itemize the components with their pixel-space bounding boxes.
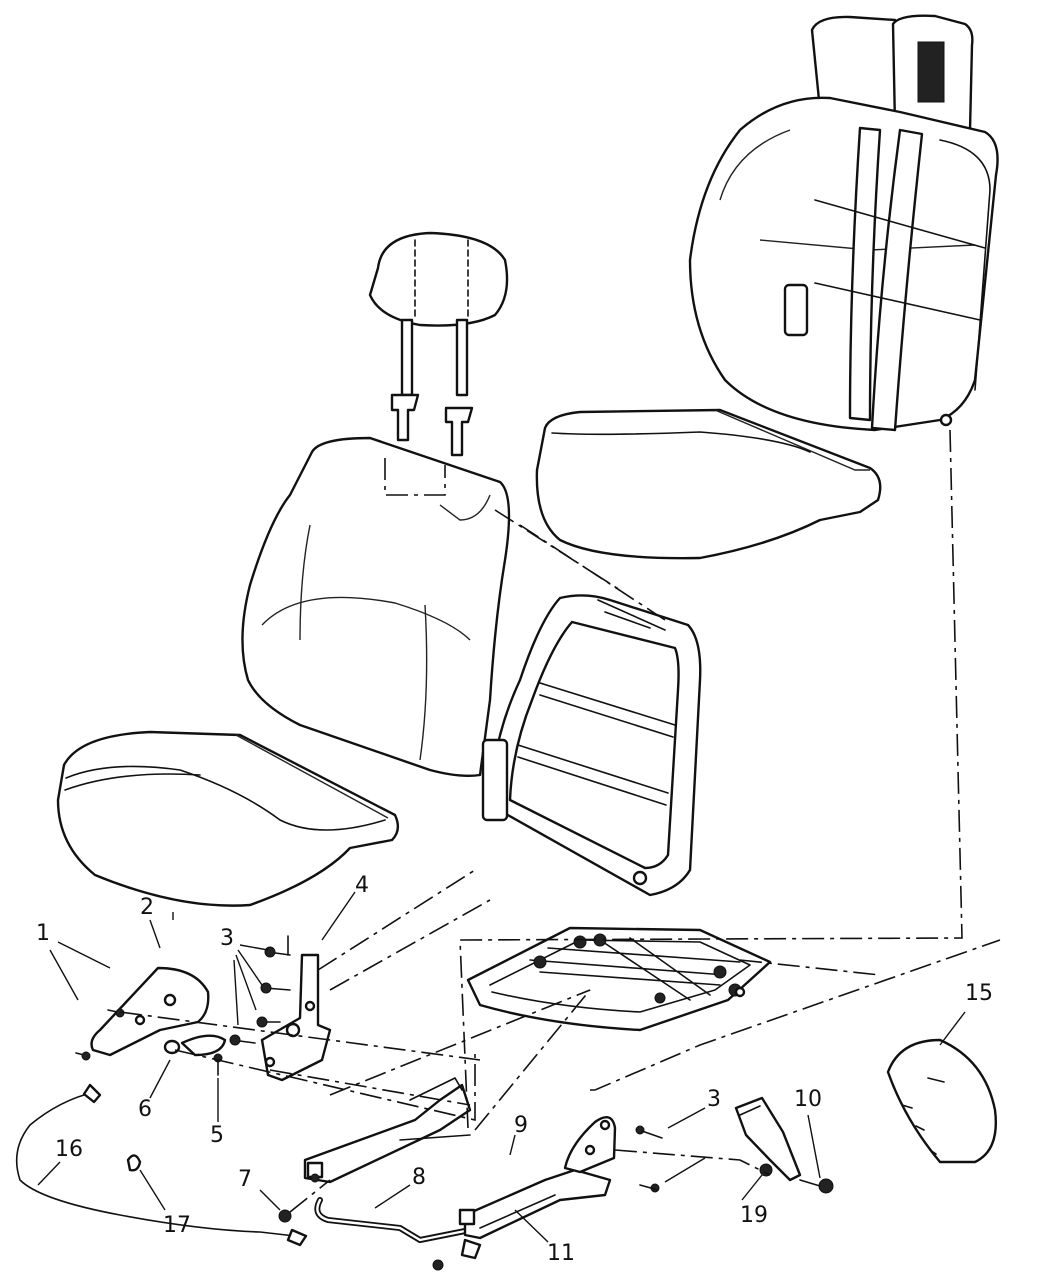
recliner-mechanism-4 — [260, 953, 332, 1082]
rear-seat-back — [688, 14, 999, 432]
callout-3-left: 3 — [220, 926, 234, 951]
seat-track-right-11 — [458, 1168, 612, 1260]
construction-lines — [119, 429, 1001, 1213]
seat-pan-frame — [466, 926, 772, 1032]
callout-16: 16 — [55, 1137, 83, 1162]
recliner-cover-2 — [90, 966, 210, 1057]
callout-3-right: 3 — [707, 1087, 721, 1112]
front-headrest — [368, 231, 509, 457]
nuts-7 — [278, 1173, 444, 1271]
callout-19: 19 — [740, 1203, 768, 1228]
clip-17 — [126, 1154, 142, 1172]
airbag-module — [886, 1038, 997, 1164]
callout-15: 15 — [965, 981, 993, 1006]
callout-5: 5 — [210, 1123, 224, 1148]
front-seat-cushion — [56, 730, 400, 907]
seat-back-frame — [481, 594, 702, 897]
towel-bar-8 — [314, 1197, 473, 1243]
callout-10: 10 — [794, 1087, 822, 1112]
callout-2: 2 — [140, 895, 154, 920]
callout-labels: 1 2 3 4 6 5 7 8 9 3 10 11 15 16 17 19 — [36, 873, 993, 1266]
leader-lines — [37, 891, 966, 1243]
bolts-1 — [75, 1008, 125, 1061]
bracket-right — [563, 1116, 617, 1174]
front-seat-back — [241, 436, 511, 778]
wire-harness — [15, 1083, 308, 1247]
rear-seat-cushion — [535, 408, 882, 560]
callout-11: 11 — [547, 1241, 575, 1266]
seat-track-left — [303, 1077, 472, 1184]
bolts-3-right — [635, 1125, 663, 1193]
callout-6: 6 — [138, 1097, 152, 1122]
bolts-3-left — [229, 935, 291, 1046]
callout-1: 1 — [36, 921, 50, 946]
callout-9: 9 — [514, 1113, 528, 1138]
callout-4: 4 — [355, 873, 369, 898]
callout-8: 8 — [412, 1165, 426, 1190]
callout-7: 7 — [238, 1167, 252, 1192]
callout-17: 17 — [163, 1213, 191, 1238]
seat-belt-buckle — [734, 1096, 834, 1194]
